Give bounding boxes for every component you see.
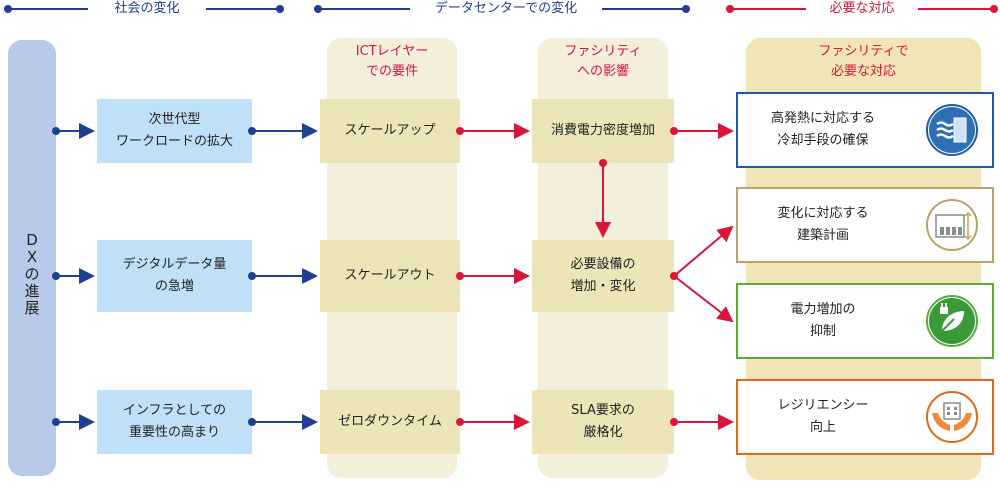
building-icon (926, 199, 978, 251)
column-needed-header: ファシリティで 必要な対応 (818, 44, 909, 79)
arrow-dx-to-society (52, 123, 95, 430)
hands-building-icon (926, 391, 978, 443)
arrow-society-to-ict (248, 123, 318, 430)
ict-box-scaleup: スケールアップ (320, 99, 460, 163)
header-datacenter: データセンターでの変化 (410, 0, 602, 18)
header-response: 必要な対応 (806, 0, 918, 18)
society-box-infra: インフラとしての 重要性の高まり (97, 390, 252, 454)
column-ict-header: ICTレイヤー での要件 (355, 44, 429, 79)
dx-progress-bar: D X の 進 展 (8, 40, 56, 476)
arrow-facility-to-response (670, 123, 734, 430)
response-label-building: 変化に対応する 建築計画 (777, 206, 869, 243)
facility-box-equipment: 必要設備の 増加・変化 (532, 240, 674, 312)
ict-box-scaleout: スケールアウト (320, 240, 460, 312)
response-box-power: 電力増加の 抑制 (736, 283, 994, 359)
ict-box-zerodowntime: ゼロダウンタイム (320, 390, 460, 454)
response-box-resiliency: レジリエンシー 向上 (736, 379, 994, 455)
cooling-icon (926, 104, 978, 156)
facility-box-power-density: 消費電力密度増加 (532, 99, 674, 163)
response-label-power: 電力増加の 抑制 (790, 302, 856, 339)
eco-plug-icon (926, 295, 978, 347)
response-label-cooling: 高発熱に対応する 冷却手段の確保 (770, 111, 875, 148)
column-facility-header: ファシリティ への影響 (564, 44, 642, 79)
response-box-building: 変化に対応する 建築計画 (736, 187, 994, 263)
header-society: 社会の変化 (88, 0, 206, 18)
arrow-power-to-equipment (595, 159, 611, 238)
dx-label: D X の 進 展 (24, 231, 40, 317)
arrow-ict-to-facility (456, 123, 530, 430)
society-box-workload: 次世代型 ワークロードの拡大 (97, 99, 252, 163)
facility-box-sla: SLA要求の 厳格化 (532, 390, 674, 454)
society-box-data: デジタルデータ量 の急増 (97, 240, 252, 312)
response-label-resiliency: レジリエンシー 向上 (777, 398, 869, 435)
response-box-cooling: 高発熱に対応する 冷却手段の確保 (736, 92, 994, 168)
